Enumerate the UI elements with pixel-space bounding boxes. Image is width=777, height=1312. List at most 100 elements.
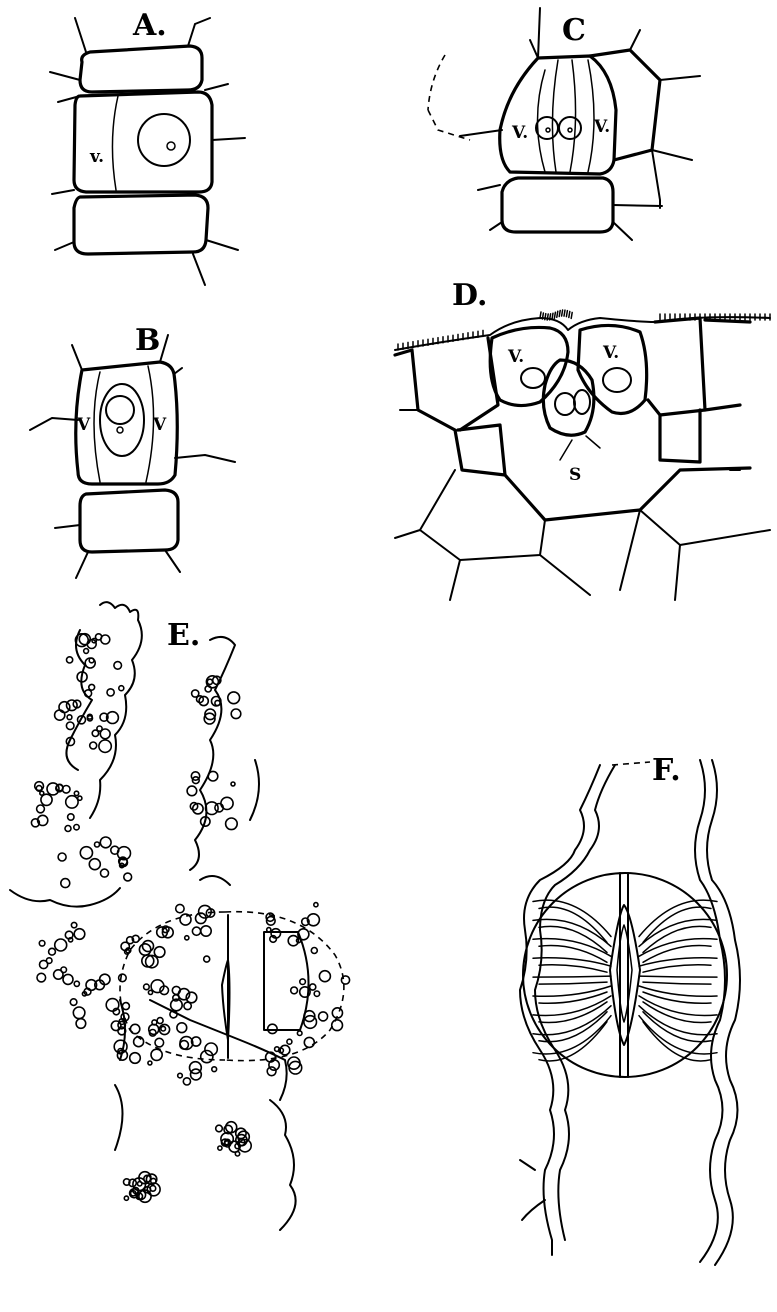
droplet: [37, 805, 45, 813]
panel-c-vacuole-label-left: V.: [511, 123, 528, 143]
droplet: [185, 936, 189, 940]
droplet: [178, 1073, 183, 1078]
droplet: [92, 730, 98, 736]
striation-line: [643, 992, 711, 1003]
striation-line: [533, 976, 611, 977]
panel-c: C V. V.: [428, 8, 700, 240]
droplet: [287, 1039, 292, 1044]
panel-e-droplets: [31, 634, 349, 1203]
droplet: [100, 837, 111, 848]
panel-b-letter: B: [135, 323, 160, 358]
droplet: [100, 729, 110, 739]
droplet: [187, 786, 197, 796]
droplet: [155, 1038, 164, 1047]
panel-d-letter: D.: [452, 278, 487, 313]
droplet: [40, 791, 44, 795]
striation-line: [533, 900, 611, 936]
panel-d-guard-and-subsidiary-cells: [490, 325, 646, 460]
panel-d-vacuole-label-left: V.: [507, 347, 524, 367]
droplet: [148, 1061, 152, 1065]
droplet: [68, 814, 74, 820]
droplet: [101, 869, 109, 877]
droplet: [55, 939, 67, 951]
droplet: [69, 938, 73, 942]
droplet: [61, 967, 67, 973]
droplet: [66, 796, 78, 808]
striation-line: [639, 900, 717, 936]
droplet: [231, 709, 241, 719]
droplet: [177, 1023, 187, 1033]
panel-d-vacuole-label-right: V.: [602, 343, 619, 363]
droplet: [119, 974, 127, 982]
droplet: [40, 960, 48, 968]
panel-b-vacuole-label-left: V: [76, 415, 91, 435]
panel-e: E.: [10, 602, 350, 1230]
droplet: [275, 1047, 280, 1052]
droplet: [106, 999, 119, 1012]
panel-a-cell-contents: [112, 96, 190, 190]
droplet: [63, 974, 73, 984]
droplet: [124, 873, 132, 881]
droplet: [207, 679, 212, 684]
panel-d: D. V. V. S: [395, 278, 770, 600]
droplet: [228, 692, 240, 704]
droplet: [310, 984, 316, 990]
droplet: [226, 818, 238, 830]
panel-b-cell-contents: [94, 366, 154, 482]
panel-c-letter: C: [562, 13, 586, 48]
droplet: [218, 1146, 222, 1150]
droplet: [154, 947, 165, 958]
droplet: [143, 941, 154, 952]
droplet: [74, 791, 78, 795]
droplet: [67, 715, 72, 720]
droplet: [122, 1003, 129, 1010]
droplet: [65, 826, 71, 832]
striation-line: [539, 907, 607, 942]
droplet: [114, 662, 122, 670]
droplet: [130, 1053, 141, 1064]
droplet: [176, 904, 184, 912]
droplet: [70, 999, 77, 1006]
droplet: [74, 825, 79, 830]
panel-f-epidermal-walls: [520, 760, 740, 1265]
droplet: [74, 981, 79, 986]
droplet: [37, 973, 46, 982]
panel-a: A. v.: [50, 8, 245, 285]
striation-line: [539, 992, 607, 1003]
droplet: [201, 926, 211, 936]
droplet: [311, 948, 317, 954]
droplet: [89, 859, 100, 870]
droplet: [161, 1026, 166, 1031]
droplet: [101, 635, 110, 644]
droplet: [67, 657, 73, 663]
droplet: [61, 879, 70, 888]
droplet: [76, 1019, 86, 1029]
droplet: [204, 956, 210, 962]
droplet: [58, 853, 66, 861]
droplet: [206, 802, 219, 815]
droplet: [119, 686, 124, 691]
droplet: [90, 742, 97, 749]
panel-b-vacuole-label-right: V: [152, 415, 167, 435]
panel-c-vacuole-label-right: V.: [593, 117, 610, 137]
droplet: [55, 710, 65, 720]
panel-f: F.: [520, 753, 740, 1265]
panel-a-cell-walls: [50, 18, 245, 285]
droplet: [208, 771, 218, 781]
striation-line: [639, 976, 717, 977]
droplet: [319, 1012, 328, 1021]
droplet: [191, 1069, 202, 1080]
droplet: [67, 700, 78, 711]
striation-line: [643, 1012, 711, 1042]
droplet: [216, 1125, 223, 1132]
droplet: [49, 948, 56, 955]
droplet: [73, 1007, 85, 1019]
droplet: [144, 984, 150, 990]
droplet: [95, 842, 100, 847]
droplet: [314, 903, 318, 907]
droplet: [297, 1031, 302, 1036]
droplet: [139, 944, 150, 955]
droplet: [280, 1045, 290, 1055]
striation-line: [539, 1012, 607, 1042]
